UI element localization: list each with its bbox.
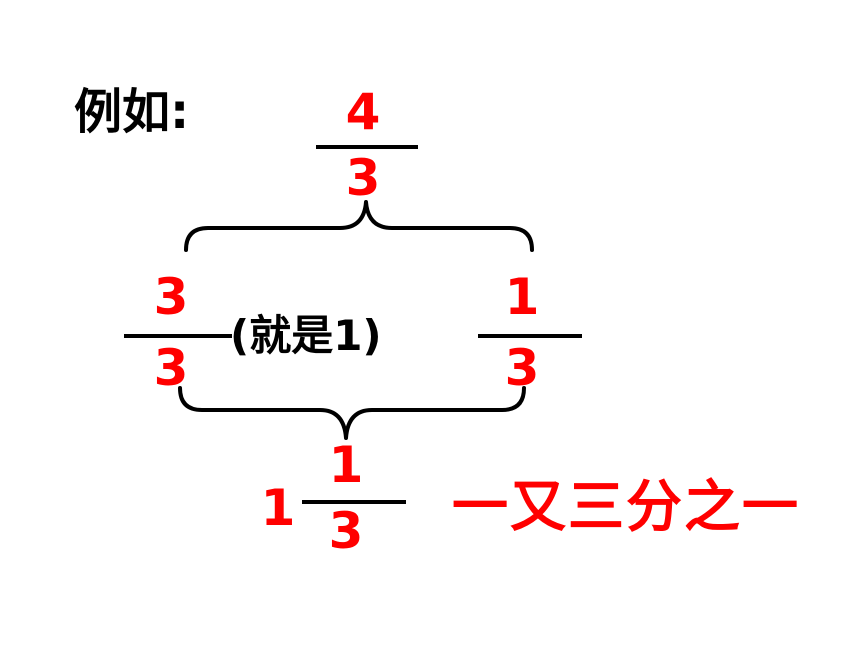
left-fraction-numerator: 3 [153,268,189,326]
lower-brace [178,386,526,440]
right-fraction-denominator: 3 [504,339,540,397]
mixed-number-bar [302,500,406,504]
reading-text: 一又三分之一 [452,475,800,540]
top-fraction-numerator: 4 [345,83,381,141]
top-fraction-bar [316,145,418,149]
right-fraction-bar [478,334,582,338]
left-fraction-bar [124,334,232,338]
mixed-number-numerator: 1 [328,436,364,494]
right-fraction-numerator: 1 [504,268,540,326]
intro-label: 例如: [74,84,190,140]
left-note: (就是1) [230,311,382,360]
top-fraction-denominator: 3 [345,149,381,207]
mixed-number-denominator: 3 [328,502,364,560]
left-fraction-denominator: 3 [153,339,189,397]
mixed-number-whole: 1 [260,479,296,537]
